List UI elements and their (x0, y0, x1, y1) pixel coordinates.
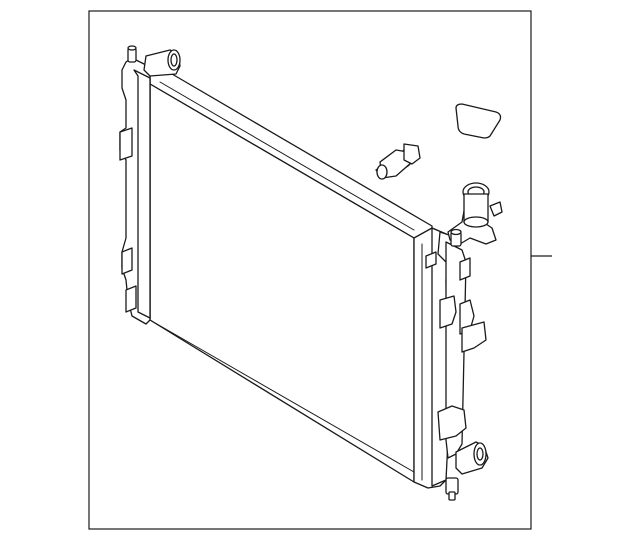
upper-hose-inlet (143, 49, 181, 77)
lower-hose-outlet (455, 441, 489, 475)
radiator-core (149, 71, 433, 483)
right-tank (413, 227, 467, 489)
right-tank-brackets (437, 257, 487, 441)
drain-plug (445, 477, 459, 501)
left-tank (119, 57, 151, 325)
rubber-pad-part (455, 103, 502, 139)
left-tank-pin (127, 45, 137, 63)
mounting-bracket-part (375, 143, 421, 180)
right-tank-pin (450, 228, 462, 247)
